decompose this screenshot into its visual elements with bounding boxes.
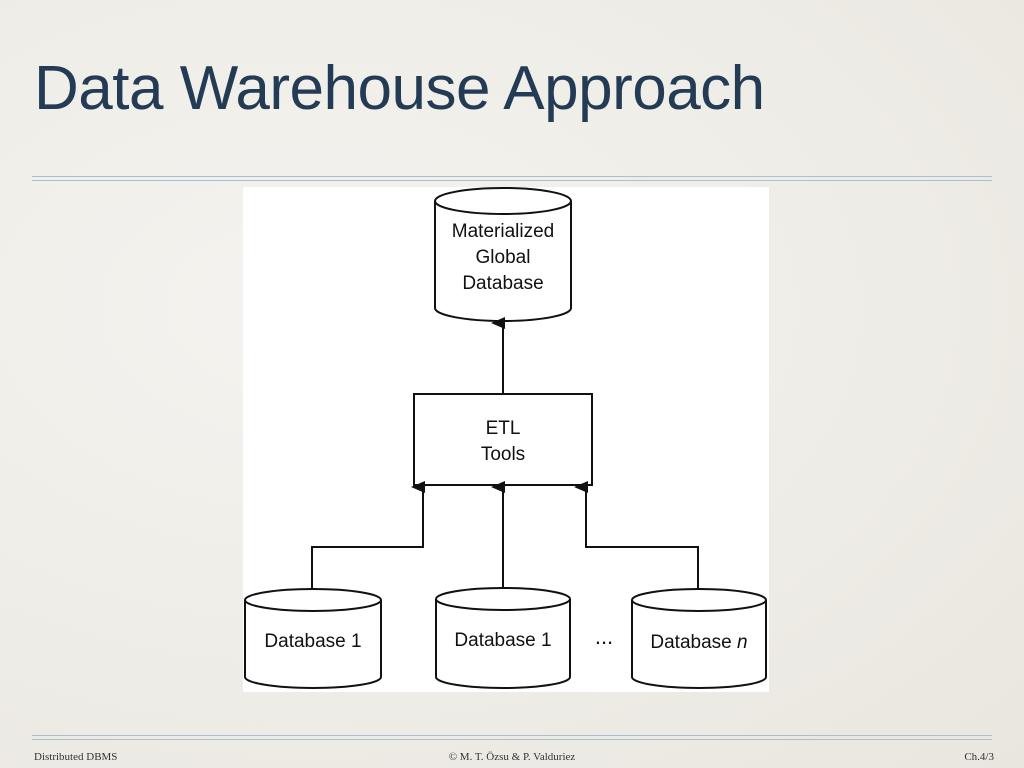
top-db-label-line3: Database [462, 273, 543, 294]
etl-tools-box: ETL Tools [413, 393, 593, 486]
source-db-n-label-var: n [737, 632, 748, 653]
footer-page-number: Ch.4/3 [964, 751, 994, 763]
source-db-1-label: Database 1 [264, 631, 361, 652]
slide-title: Data Warehouse Approach [34, 54, 765, 123]
title-divider-line [32, 176, 992, 177]
title-divider-line-2 [32, 180, 992, 181]
source-database-2: Database 1 [435, 587, 571, 689]
footer-course-name: Distributed DBMS [34, 751, 118, 763]
footer-divider-line-2 [32, 739, 992, 740]
source-database-n: Database n [631, 588, 767, 689]
materialized-global-database: Materialized Global Database [434, 187, 572, 322]
arrow-source1-to-etl [311, 481, 425, 602]
source-db-2-label: Database 1 [454, 630, 551, 651]
etl-label-line1: ETL [486, 418, 521, 439]
source-db-n-label: Database n [650, 632, 747, 653]
arrow-source-n-to-etl [574, 481, 699, 602]
footer-copyright: © M. T. Özsu & P. Valduriez [448, 751, 576, 763]
source-db-n-label-text: Database [650, 632, 737, 653]
data-warehouse-diagram: Materialized Global Database ETL Tools D… [243, 187, 769, 692]
more-databases-ellipsis: ... [595, 624, 613, 649]
top-db-label-line2: Global [476, 247, 531, 268]
diagram-canvas: Materialized Global Database ETL Tools D… [244, 187, 767, 689]
etl-label-line2: Tools [481, 444, 525, 465]
source-database-1: Database 1 [244, 588, 382, 689]
top-db-label-line1: Materialized [452, 221, 554, 242]
footer-divider-line [32, 735, 992, 736]
